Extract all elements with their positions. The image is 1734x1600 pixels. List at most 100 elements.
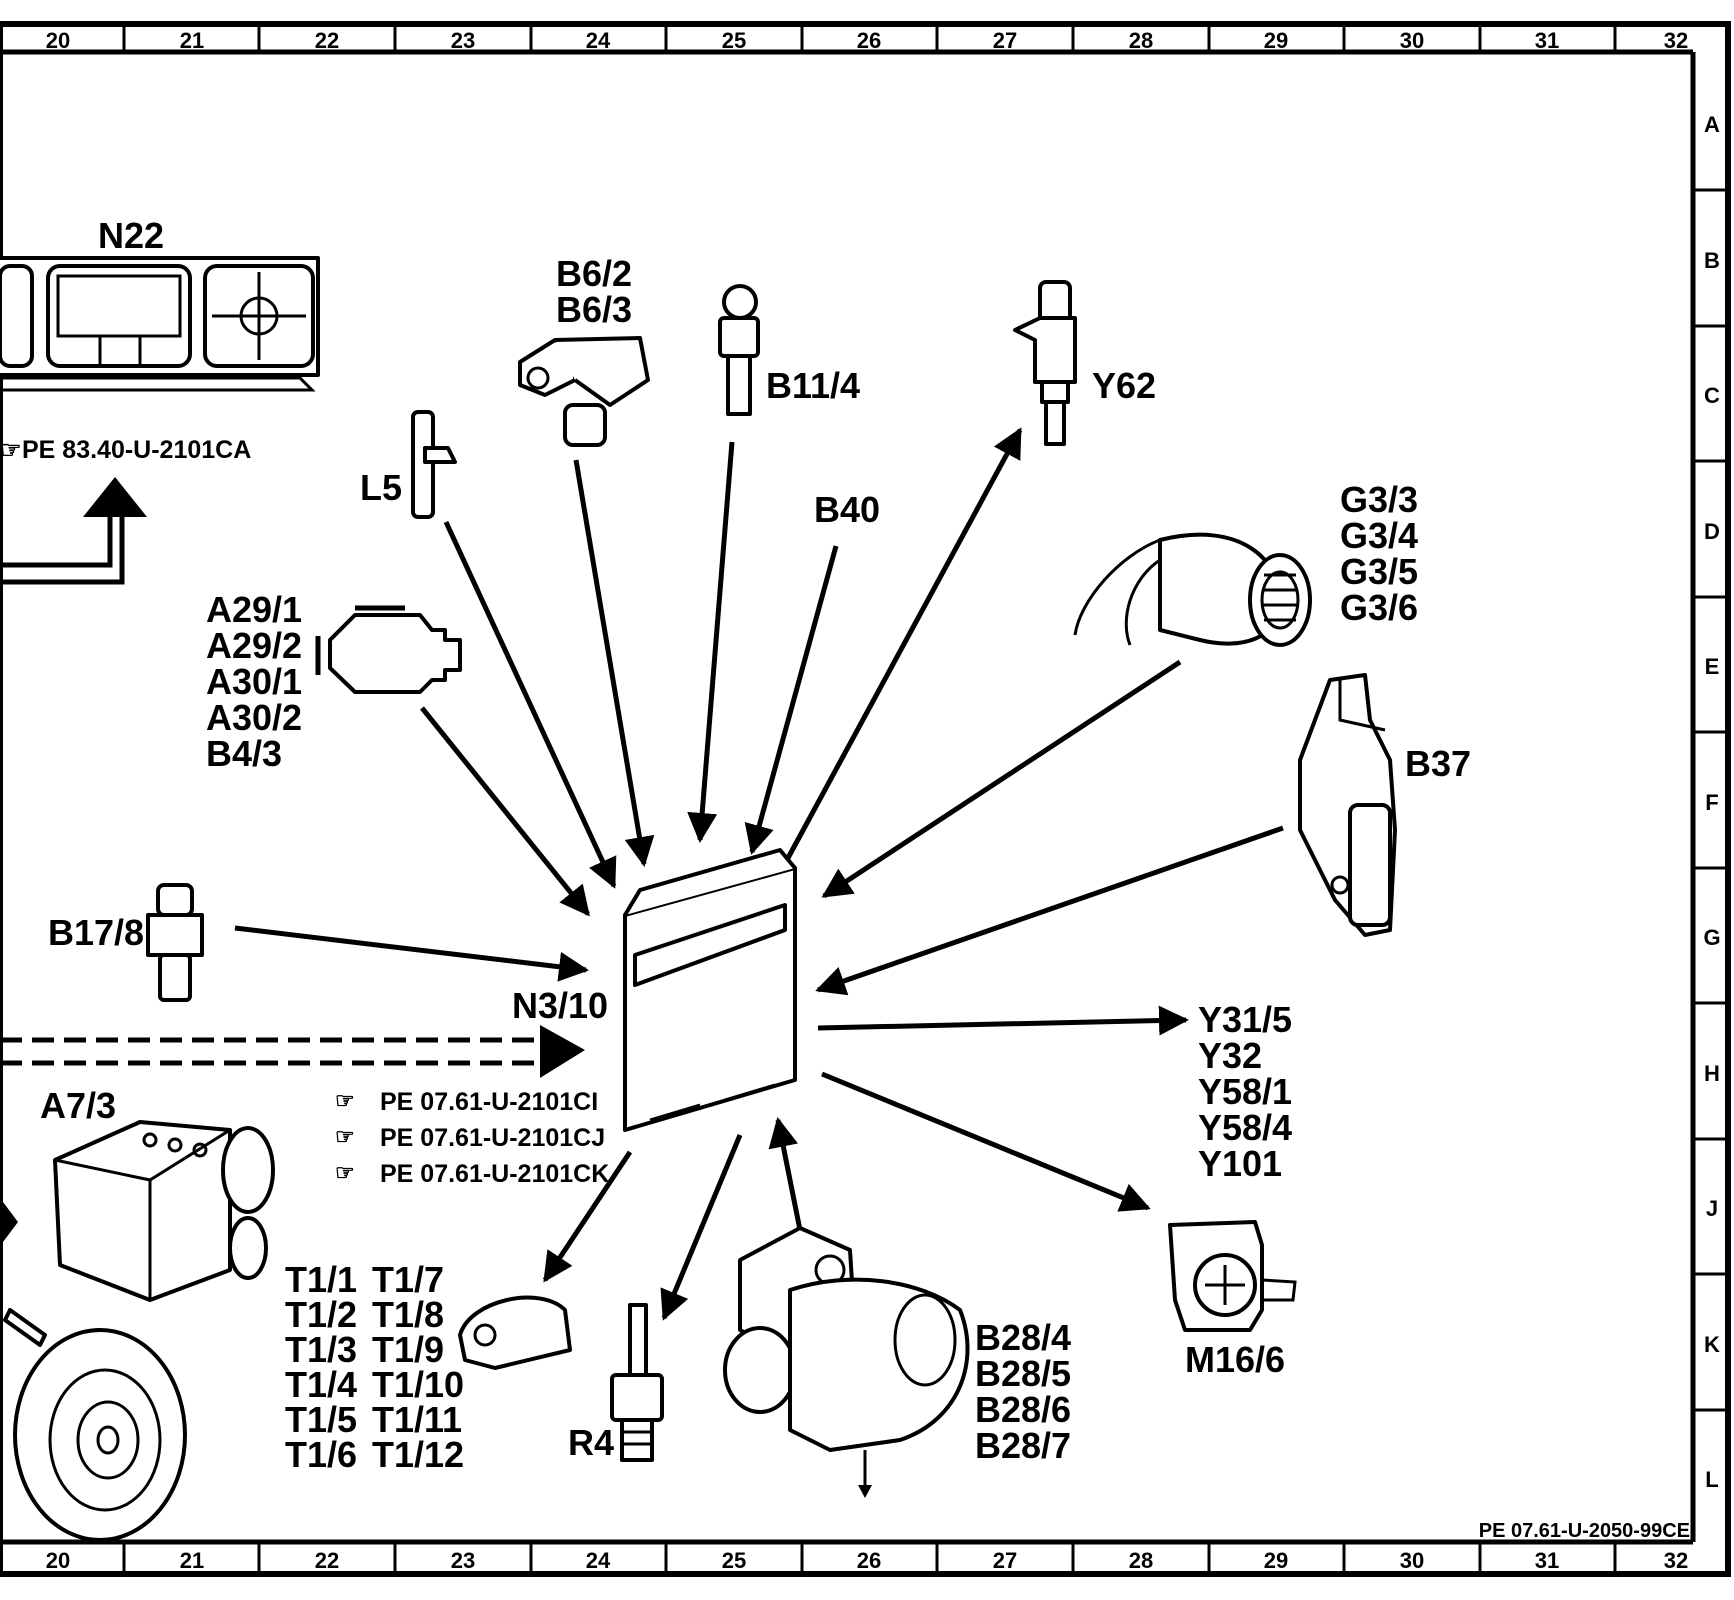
a7-3-unit-drawing xyxy=(0,1120,275,1302)
l5-label: L5 xyxy=(360,467,402,508)
column-labels-top: 20 21 22 23 24 25 26 27 28 29 30 31 32 xyxy=(46,28,1688,53)
col-top-30: 30 xyxy=(1400,28,1424,53)
n22-ref: PE 83.40-U-2101CA xyxy=(22,436,251,464)
row-g: G xyxy=(1703,925,1720,950)
column-ticks xyxy=(122,24,1617,1574)
y31-label-1: Y31/5 xyxy=(1198,999,1292,1040)
g3-label-3: G3/5 xyxy=(1340,551,1418,592)
n3-10-ref-1: PE 07.61-U-2101CI xyxy=(380,1088,598,1116)
t1-left-4: T1/4 xyxy=(285,1364,357,1405)
row-c: C xyxy=(1704,383,1720,408)
b37-pedal-drawing xyxy=(1298,673,1397,937)
a29-label-1: A29/1 xyxy=(206,589,302,630)
t1-left-2: T1/2 xyxy=(285,1294,357,1335)
b37-label: B37 xyxy=(1405,743,1471,784)
row-j: J xyxy=(1706,1196,1718,1221)
col-bottom-26: 26 xyxy=(857,1548,881,1573)
b6-label-2: B6/3 xyxy=(556,289,632,330)
col-top-31: 31 xyxy=(1535,28,1559,53)
engine-symbol-drawing xyxy=(315,605,462,694)
g3-label-1: G3/3 xyxy=(1340,479,1418,520)
row-k: K xyxy=(1704,1332,1720,1357)
col-bottom-31: 31 xyxy=(1535,1548,1559,1573)
b28-label-2: B28/5 xyxy=(975,1353,1071,1394)
row-e: E xyxy=(1705,654,1720,679)
drawing-number: PE 07.61-U-2050-99CE xyxy=(1479,1520,1690,1542)
row-ticks xyxy=(1693,188,1728,1412)
dashed-input-lines xyxy=(0,1025,585,1078)
col-bottom-25: 25 xyxy=(722,1548,746,1573)
a29-label-2: A29/2 xyxy=(206,625,302,666)
m16-6-label: M16/6 xyxy=(1185,1339,1285,1380)
y31-label-5: Y101 xyxy=(1198,1143,1282,1184)
g3-label-4: G3/6 xyxy=(1340,587,1418,628)
col-top-23: 23 xyxy=(451,28,475,53)
t1-right-6: T1/12 xyxy=(372,1434,464,1475)
m16-6-throttle-drawing xyxy=(1168,1220,1297,1332)
col-top-29: 29 xyxy=(1264,28,1288,53)
a29-label-5: B4/3 xyxy=(206,733,282,774)
a29-label-4: A30/2 xyxy=(206,697,302,738)
a29-label-3: A30/1 xyxy=(206,661,302,702)
col-bottom-21: 21 xyxy=(180,1548,204,1573)
n3-10-ref-icon-2: ☞ xyxy=(335,1124,355,1149)
y31-label-2: Y32 xyxy=(1198,1035,1262,1076)
t1-right-4: T1/10 xyxy=(372,1364,464,1405)
col-top-22: 22 xyxy=(315,28,339,53)
row-h: H xyxy=(1704,1061,1720,1086)
a7-3-label: A7/3 xyxy=(40,1085,116,1126)
row-f: F xyxy=(1705,790,1718,815)
t1-coil-drawing xyxy=(458,1295,572,1370)
t1-right-2: T1/8 xyxy=(372,1294,444,1335)
n3-10-label: N3/10 xyxy=(512,985,608,1026)
y31-label-4: Y58/4 xyxy=(1198,1107,1292,1148)
n3-10-ecu-drawing xyxy=(623,848,797,1132)
n22-arrowhead xyxy=(83,477,147,517)
n22-cluster-drawing xyxy=(0,256,320,392)
t1-left-1: T1/1 xyxy=(285,1259,357,1300)
n3-10-ref-icon-1: ☞ xyxy=(335,1088,355,1113)
b11-4-sensor-drawing xyxy=(718,284,760,416)
row-l: L xyxy=(1705,1467,1718,1492)
y62-valve-drawing xyxy=(1013,280,1077,446)
b40-label: B40 xyxy=(814,489,880,530)
col-bottom-23: 23 xyxy=(451,1548,475,1573)
y62-label: Y62 xyxy=(1092,365,1156,406)
b6-label-1: B6/2 xyxy=(556,253,632,294)
signal-arrows xyxy=(234,427,1284,1321)
n3-10-ref-2: PE 07.61-U-2101CJ xyxy=(380,1124,605,1152)
l5-sensor-drawing xyxy=(411,410,457,519)
n22-ref-icon: ☞ xyxy=(0,437,22,464)
row-labels: A B C D E F G H J K L xyxy=(1703,112,1720,1492)
row-d: D xyxy=(1704,519,1720,544)
n22-return-path-inner xyxy=(0,515,125,585)
drawing-frame xyxy=(0,21,1731,1577)
col-top-26: 26 xyxy=(857,28,881,53)
n22-label: N22 xyxy=(98,215,164,256)
col-top-28: 28 xyxy=(1129,28,1153,53)
col-bottom-32: 32 xyxy=(1664,1548,1688,1573)
row-b: B xyxy=(1704,248,1720,273)
row-a: A xyxy=(1704,112,1720,137)
b28-label-3: B28/6 xyxy=(975,1389,1071,1430)
col-bottom-29: 29 xyxy=(1264,1548,1288,1573)
b28-label-1: B28/4 xyxy=(975,1317,1071,1358)
t1-right-5: T1/11 xyxy=(372,1399,462,1440)
g3-sensor-drawing xyxy=(1073,532,1312,647)
b28-turbo-drawing xyxy=(723,1226,970,1498)
b11-4-label: B11/4 xyxy=(766,365,860,406)
r4-spark-plug-drawing xyxy=(610,1303,664,1462)
column-labels-bottom: 20 21 22 23 24 25 26 27 28 29 30 31 32 xyxy=(46,1548,1688,1573)
col-bottom-27: 27 xyxy=(993,1548,1017,1573)
b17-8-sensor-drawing xyxy=(146,883,204,1002)
col-bottom-20: 20 xyxy=(46,1548,70,1573)
y31-label-3: Y58/1 xyxy=(1198,1071,1292,1112)
n3-10-ref-icon-3: ☞ xyxy=(335,1160,355,1185)
col-top-20: 20 xyxy=(46,28,70,53)
g3-label-2: G3/4 xyxy=(1340,515,1418,556)
n22-return-path xyxy=(0,515,113,568)
b6-sensor-drawing xyxy=(518,336,650,447)
n3-10-ref-3: PE 07.61-U-2101CK xyxy=(380,1160,609,1188)
col-bottom-24: 24 xyxy=(586,1548,611,1573)
